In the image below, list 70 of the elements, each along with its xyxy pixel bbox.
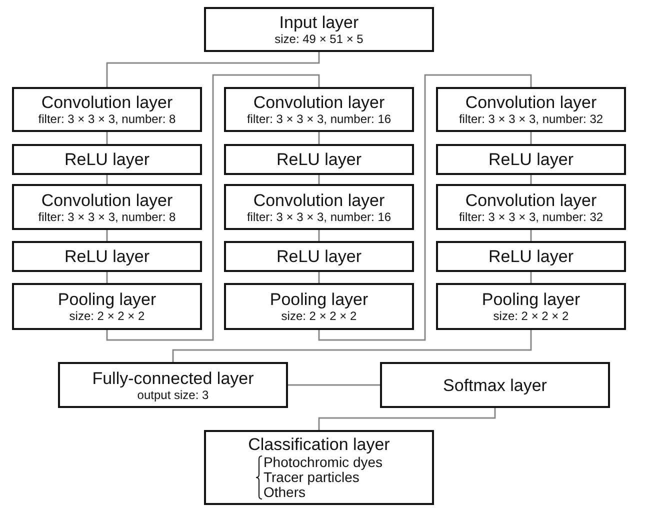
layer-title: Classification layer: [248, 435, 390, 454]
layer-title: ReLU layer: [64, 150, 150, 169]
layer-parameter: filter: 3 × 3 × 3, number: 8: [38, 210, 176, 224]
layer-title: Softmax layer: [443, 376, 547, 394]
connector-line: [318, 272, 320, 283]
layer-box: [12, 87, 202, 132]
connector-line: [106, 52, 320, 87]
connector-line: [318, 175, 320, 184]
layer-title: Pooling layer: [270, 290, 368, 309]
layer-title: ReLU layer: [488, 247, 574, 266]
layer-box: [224, 241, 414, 272]
layer-title: ReLU layer: [488, 150, 574, 169]
layer-title: Convolution layer: [465, 93, 597, 112]
connector-line: [106, 230, 108, 241]
connector-line: [530, 175, 532, 184]
layer-box: [204, 430, 434, 505]
connector-line: [530, 230, 532, 241]
layer-box: [204, 7, 434, 52]
connector-line: [106, 74, 320, 341]
layer-box: [224, 144, 414, 175]
class-list-item: Others: [263, 485, 306, 500]
layer-title: Pooling layer: [58, 290, 156, 309]
connector-line: [172, 330, 532, 362]
layer-box: [436, 144, 626, 175]
layer-parameter: filter: 3 × 3 × 3, number: 8: [38, 112, 176, 126]
layer-box: [224, 87, 414, 132]
layer-parameter: filter: 3 × 3 × 3, number: 32: [458, 112, 604, 126]
layer-title: Convolution layer: [465, 190, 597, 210]
layer-box: [12, 144, 202, 175]
connector-line: [318, 408, 496, 430]
layer-title: ReLU layer: [276, 150, 362, 169]
layer-box: [12, 241, 202, 272]
layer-box: [12, 184, 202, 230]
layer-box: [436, 283, 626, 330]
layer-box: [224, 283, 414, 330]
layer-parameter: size: 2 × 2 × 2: [69, 309, 145, 323]
layer-box: [380, 362, 610, 408]
layer-title: Convolution layer: [41, 190, 173, 210]
layer-box: [436, 241, 626, 272]
layer-parameter: size: 49 × 51 × 5: [274, 32, 364, 46]
layer-parameter: size: 2 × 2 × 2: [493, 309, 569, 323]
connector-line: [318, 132, 320, 144]
layer-box: [224, 184, 414, 230]
layer-box: [436, 184, 626, 230]
layer-title: Convolution layer: [253, 93, 385, 112]
class-list-item: Photochromic dyes: [263, 455, 383, 470]
layer-box: [12, 283, 202, 330]
layer-parameter: filter: 3 × 3 × 3, number: 32: [458, 210, 604, 224]
connector-line: [288, 384, 380, 386]
layer-title: ReLU layer: [276, 247, 362, 266]
connector-line: [106, 175, 108, 184]
layer-title: Input layer: [279, 13, 359, 32]
layer-title: Convolution layer: [253, 190, 385, 210]
layer-parameter: size: 2 × 2 × 2: [281, 309, 357, 323]
layer-parameter: filter: 3 × 3 × 3, number: 16: [246, 112, 392, 126]
layer-box: [58, 362, 288, 408]
layer-title: Pooling layer: [482, 290, 580, 309]
connector-line: [106, 132, 108, 144]
layer-title: Fully-connected layer: [92, 368, 254, 388]
layer-parameter: output size: 3: [137, 388, 209, 402]
layer-box: [436, 87, 626, 132]
connector-line: [530, 132, 532, 144]
layer-title: ReLU layer: [64, 247, 150, 266]
connector-line: [318, 230, 320, 241]
layer-parameter: filter: 3 × 3 × 3, number: 16: [246, 210, 392, 224]
class-list-item: Tracer particles: [263, 470, 360, 485]
connector-line: [106, 272, 108, 283]
layer-title: Convolution layer: [41, 93, 173, 112]
connector-line: [530, 272, 532, 283]
connector-line: [318, 74, 532, 341]
